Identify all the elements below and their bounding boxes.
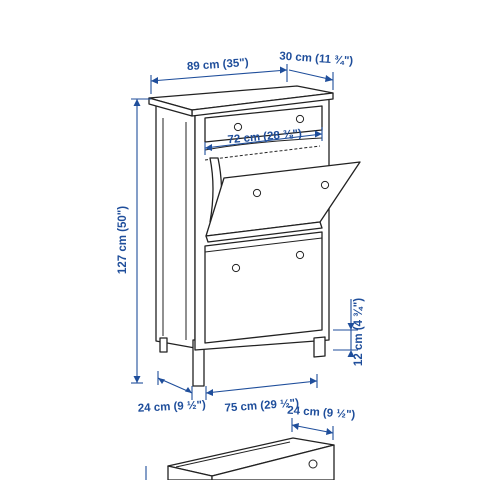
dimension-labels: 89 cm (35") 30 cm (11 ¾") 72 cm (28 ⅜") … [117, 50, 365, 421]
door-knob-left [252, 188, 262, 198]
dim-width-base-label: 75 cm (29 ½") [224, 397, 299, 414]
cabinet-side-panel [155, 104, 196, 349]
cabinet-back-leg [159, 337, 168, 353]
dim-leg-height-label: 12 cm (4 ¾") [353, 298, 365, 366]
dim-width-top-label: 89 cm (35") [187, 57, 250, 73]
compartment-tray-detail [167, 437, 335, 480]
lower-knob-left [231, 263, 241, 273]
dim-depth-base-label: 24 cm (9 ½") [138, 399, 207, 415]
dim-depth-top-label: 30 cm (11 ¾") [279, 50, 354, 67]
door-knob-right [320, 180, 330, 190]
drawer-knob-left [233, 122, 243, 132]
dimension-lines [131, 64, 358, 480]
shoe-cabinet-illustration [148, 85, 361, 480]
lower-knob-right [295, 250, 305, 260]
drawer-knob-right [295, 114, 305, 124]
tray-knob [308, 459, 318, 469]
closed-compartment-door [204, 231, 323, 344]
dim-compartment-depth-label: 24 cm (9 ½") [287, 405, 356, 422]
cabinet-right-leg [313, 336, 326, 358]
dim-height-label: 127 cm (50") [117, 206, 129, 274]
